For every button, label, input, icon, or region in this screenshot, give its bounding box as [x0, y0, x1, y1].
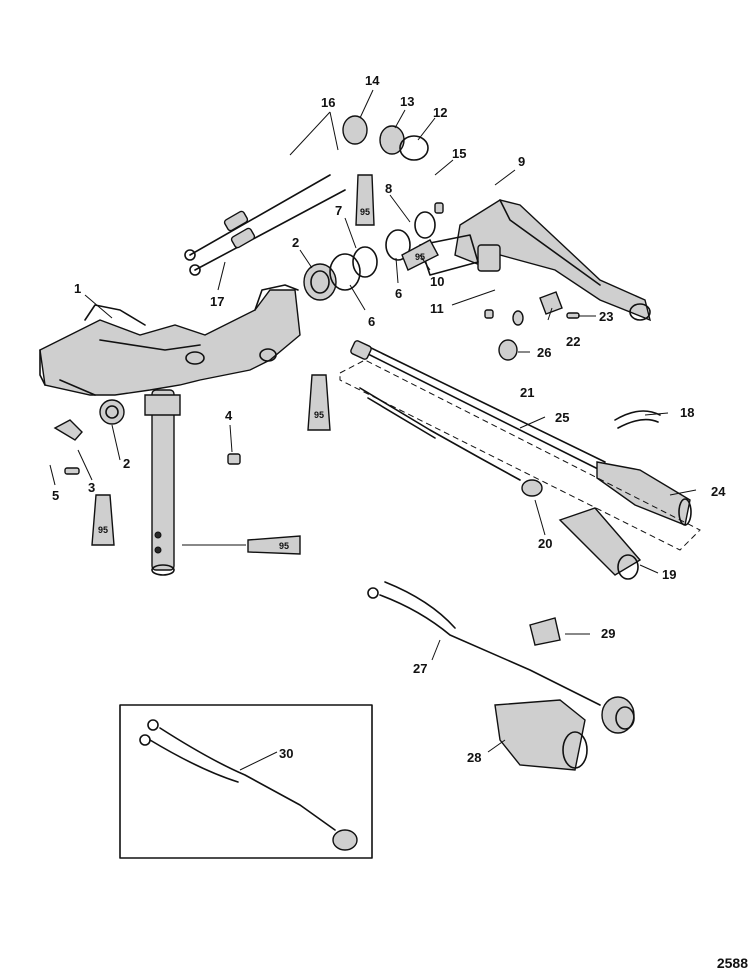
inset-box	[119, 704, 373, 859]
callout-27: 27	[413, 661, 427, 676]
callout-22: 22	[566, 334, 580, 349]
callout-3: 3	[88, 480, 95, 495]
callout-23: 23	[599, 309, 613, 324]
callout-30: 30	[279, 746, 293, 761]
callout-14: 14	[365, 73, 380, 88]
steering-bracket	[39, 284, 301, 396]
callout-9: 9	[518, 154, 525, 169]
lubricant-tube: 95	[247, 535, 301, 555]
callout-7: 7	[335, 203, 342, 218]
callout-15: 15	[452, 146, 466, 161]
callout-2: 2	[123, 456, 130, 471]
callout-28: 28	[467, 750, 481, 765]
bushings-washers	[99, 115, 436, 425]
lubricant-tube-label: 95	[360, 207, 370, 217]
throttle-shaft-assembly	[350, 340, 692, 580]
callout-25: 25	[555, 410, 569, 425]
callout-16: 16	[321, 95, 335, 110]
callout-21: 21	[520, 385, 534, 400]
small-hardware	[53, 202, 580, 475]
callout-8: 8	[385, 181, 392, 196]
callout-26: 26	[537, 345, 551, 360]
leader-lines	[49, 89, 697, 771]
callout-12: 12	[433, 105, 447, 120]
handle-tube	[419, 199, 652, 322]
callout-6: 6	[395, 286, 402, 301]
callout-11: 11	[430, 301, 444, 316]
lubricant-tube-label: 95	[314, 410, 324, 420]
lubricant-tube: 95	[355, 174, 375, 226]
lubricant-tube-label: 95	[98, 525, 108, 535]
callout-29: 29	[601, 626, 615, 641]
drawing-reference-number: 2588	[717, 955, 748, 971]
callout-18: 18	[680, 405, 694, 420]
callout-20: 20	[538, 536, 552, 551]
callout-labels: 1 2 2 3 4 5 6 6 7 8 9 10 11 12 13 14 15 …	[52, 73, 726, 765]
harness-assembly	[367, 581, 635, 771]
lubricant-tube-label: 95	[279, 541, 289, 551]
throttle-cables	[184, 174, 346, 276]
callout-1: 1	[74, 281, 81, 296]
assembly-grouping-outline	[339, 359, 701, 551]
callout-4: 4	[225, 408, 233, 423]
callout-13: 13	[400, 94, 414, 109]
callout-17: 17	[210, 294, 224, 309]
lubricant-tube-label: 95	[415, 252, 425, 262]
lubricant-tube: 95	[91, 494, 115, 546]
callout-19: 19	[662, 567, 676, 582]
callout-10: 10	[430, 274, 444, 289]
lubricant-tube: 95	[307, 374, 331, 431]
callout-5: 5	[52, 488, 59, 503]
callout-6: 6	[368, 314, 375, 329]
pivot-shaft	[144, 389, 181, 576]
callout-24: 24	[711, 484, 726, 499]
callout-2: 2	[292, 235, 299, 250]
